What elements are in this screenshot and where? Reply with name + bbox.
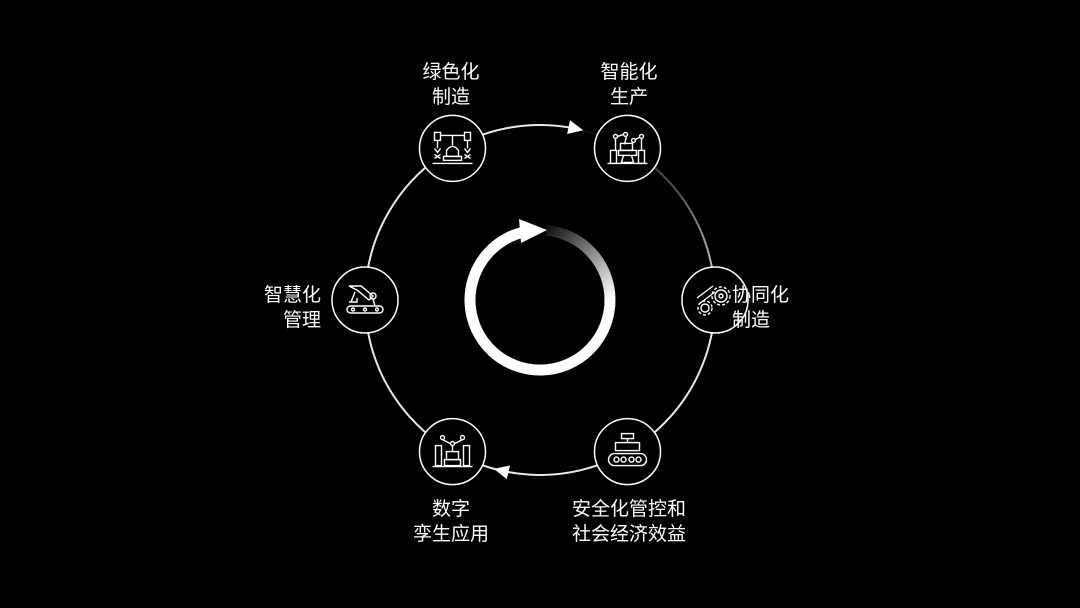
robotic-arms-assembly-icon (432, 131, 473, 165)
node-smart-management (331, 266, 399, 334)
robot-arm-conveyor-icon (346, 285, 384, 314)
label-line: 智能化 (600, 61, 658, 83)
label-smart-management: 智慧化 管理 (264, 283, 321, 333)
cycle-arrow-icon (464, 219, 616, 376)
label-line: 数字 (431, 498, 471, 520)
label-line: 制造 (431, 86, 471, 108)
node-collaborative-manufacturing (681, 266, 749, 334)
label-line: 制造 (732, 309, 771, 331)
label-line: 孪生应用 (412, 523, 490, 545)
label-green-manufacturing: 绿色化 制造 (422, 60, 479, 110)
node-safety-control (593, 417, 662, 486)
gears-icon (696, 285, 731, 316)
label-smart-production: 智能化 生产 (600, 60, 657, 110)
label-safety-control: 安全化管控和 社会经济效益 (572, 497, 686, 547)
node-smart-production (593, 114, 662, 183)
automated-production-line-icon (607, 131, 648, 165)
cycle-ring (364, 124, 716, 476)
label-collaborative-manufacturing: 协同化 制造 (732, 283, 789, 333)
label-line: 智慧化 (263, 284, 321, 306)
label-digital-twin: 数字 孪生应用 (413, 497, 489, 547)
label-line: 协同化 (732, 284, 790, 306)
label-line: 安全化管控和 (571, 498, 687, 520)
digital-twin-robot-icon (432, 434, 473, 468)
bottom-arrowhead-icon (493, 465, 510, 480)
node-digital-twin (418, 417, 487, 486)
node-green-manufacturing (418, 114, 487, 183)
conveyor-machine-icon (607, 432, 648, 467)
label-line: 生产 (609, 86, 649, 108)
label-line: 社会经济效益 (571, 523, 687, 545)
label-line: 管理 (282, 309, 321, 331)
label-line: 绿色化 (422, 61, 480, 83)
top-arrowhead-icon (567, 120, 584, 134)
